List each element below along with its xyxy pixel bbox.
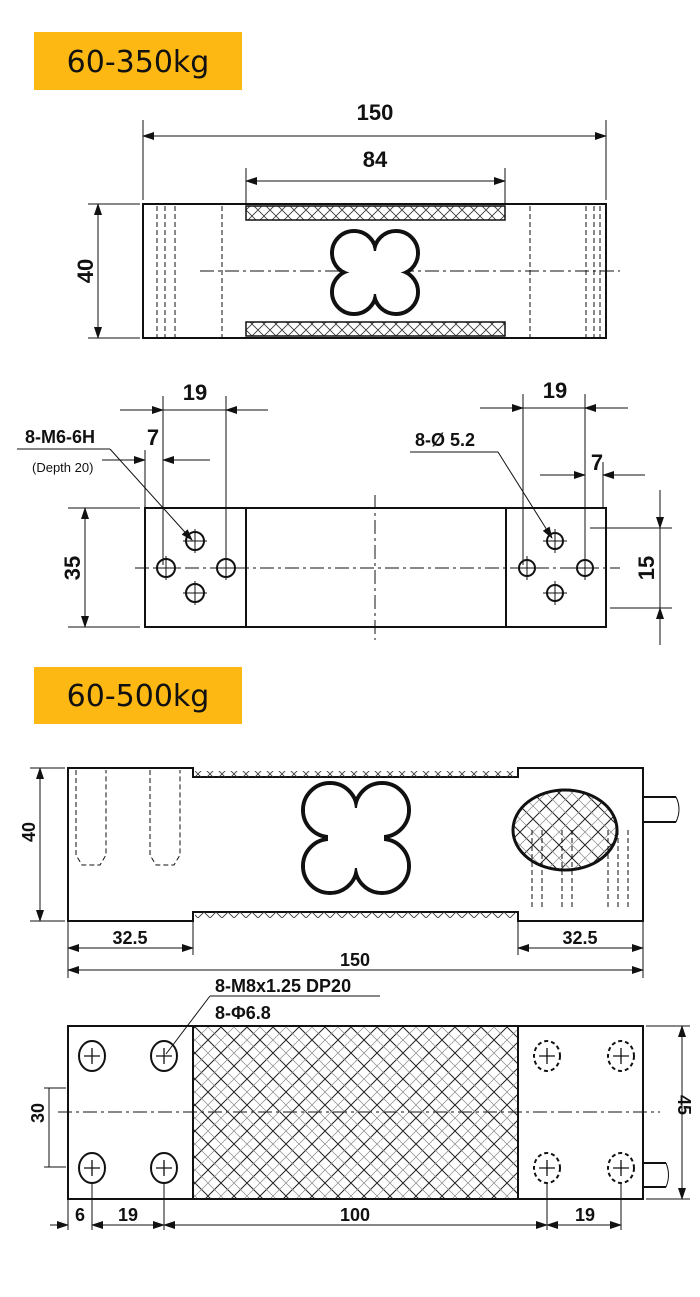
dim-recess: 84 — [363, 147, 388, 172]
dim-hole-offset: 15 — [634, 556, 659, 580]
dim-height: 40 — [73, 259, 98, 283]
hole-label: 8-Φ6.8 — [215, 1003, 271, 1023]
badge-60-500kg: 60-500kg — [34, 667, 242, 724]
dim-right-block: 32.5 — [562, 928, 597, 948]
depth-label: (Depth 20) — [32, 460, 93, 475]
badge-label: 60-350kg — [67, 45, 210, 80]
dim-center-span: 100 — [340, 1205, 370, 1225]
dim-height: 40 — [19, 822, 39, 842]
dim-hole-spacing-right: 19 — [543, 378, 567, 403]
dim-edge-left: 7 — [147, 425, 159, 450]
dim-hole-spacing-vertical: 30 — [28, 1103, 48, 1123]
dim-hole-spacing-left: 19 — [118, 1205, 138, 1225]
dim-length: 150 — [340, 950, 370, 970]
dim-hole-spacing-left: 19 — [183, 380, 207, 405]
top-view-350: 19 7 8-M6-6H (Depth 20) 19 7 8-Ø 5.2 35 … — [17, 378, 672, 645]
top-view-500: 8-M8x1.25 DP20 8-Φ6.8 30 45 6 19 100 19 — [28, 976, 694, 1230]
badge-60-350kg: 60-350kg — [34, 32, 242, 90]
center-cutout — [301, 781, 411, 895]
dim-left-block: 32.5 — [112, 928, 147, 948]
side-view-500: 40 32.5 32.5 150 — [19, 767, 680, 978]
mounting-holes — [78, 1040, 635, 1184]
hole-label: 8-Ø 5.2 — [415, 430, 475, 450]
dim-hole-spacing-right: 19 — [575, 1205, 595, 1225]
dim-edge-offset: 6 — [75, 1205, 85, 1225]
dim-length: 150 — [357, 100, 394, 125]
thread-label: 8-M6-6H — [25, 427, 95, 447]
dim-edge-right: 7 — [591, 450, 603, 475]
dim-width: 45 — [674, 1095, 694, 1115]
center-cutout — [330, 229, 420, 316]
thread-label: 8-M8x1.25 DP20 — [215, 976, 351, 996]
dim-width: 35 — [60, 556, 85, 580]
badge-label: 60-500kg — [67, 679, 210, 714]
side-view-350: 150 84 40 — [73, 100, 620, 339]
